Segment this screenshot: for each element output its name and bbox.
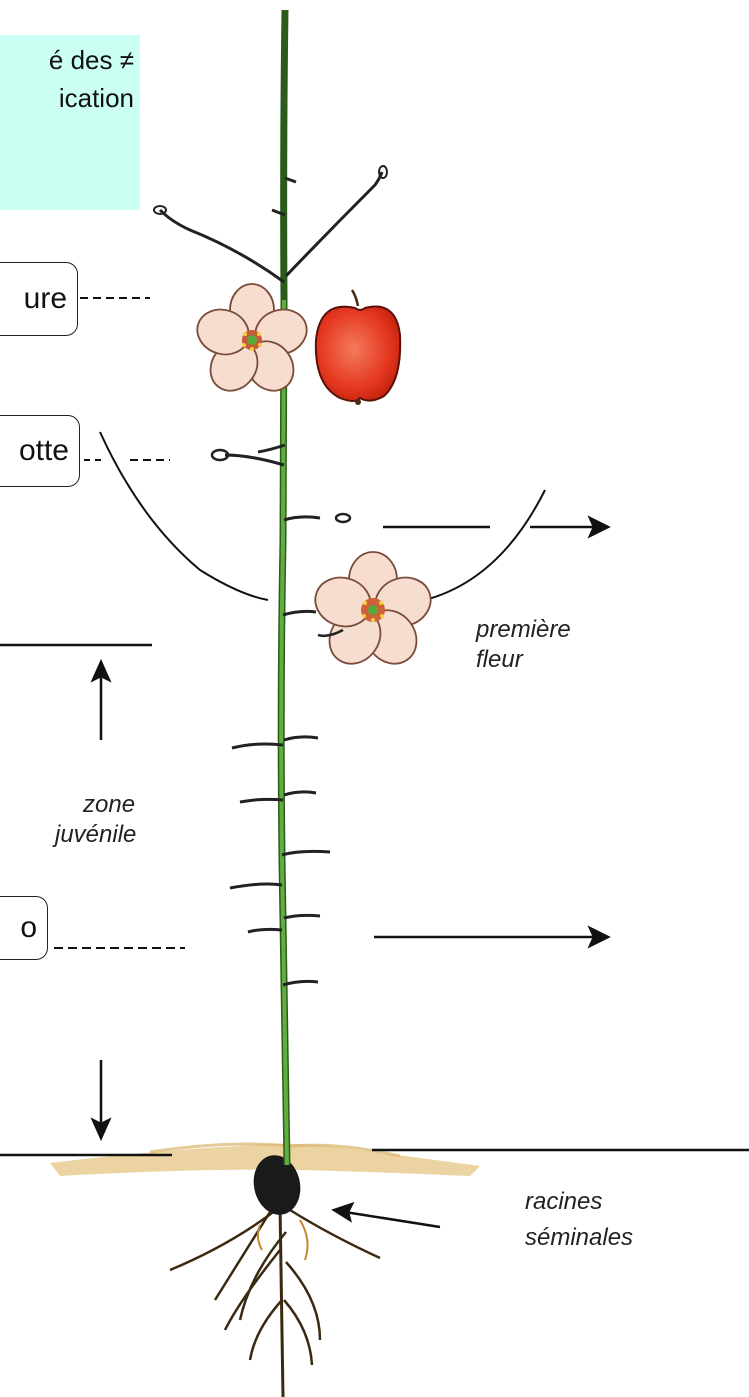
- arrows: [0, 518, 608, 1227]
- flower-first: [309, 552, 437, 674]
- apple-fruit: [316, 290, 400, 405]
- pointer-lines: [54, 298, 545, 948]
- upper-branches: [154, 166, 387, 282]
- flower-top: [191, 284, 312, 400]
- bud: [225, 455, 284, 465]
- roots: [170, 1205, 380, 1397]
